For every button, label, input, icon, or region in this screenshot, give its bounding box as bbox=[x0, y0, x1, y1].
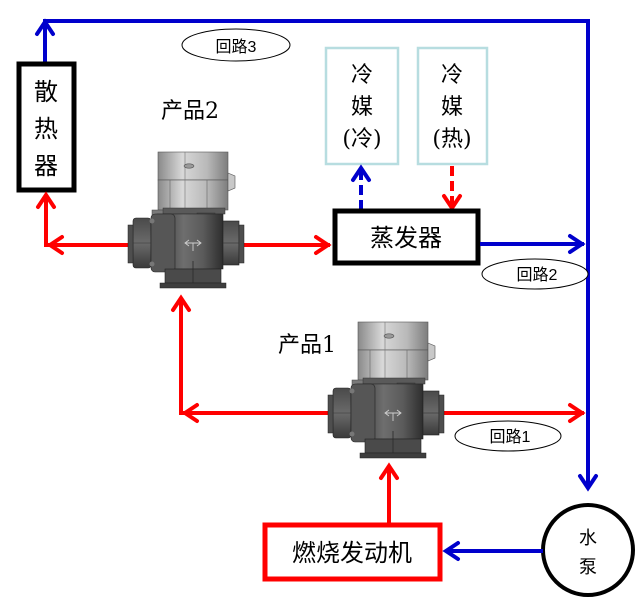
pump-to-engine-pipe bbox=[442, 541, 543, 561]
hot-loop-pipes bbox=[36, 191, 586, 524]
refrigerant-cold-box: 冷 媒 (冷) bbox=[324, 46, 400, 166]
loop2-pipe bbox=[480, 234, 586, 254]
product2-label: 产品2 bbox=[161, 99, 219, 124]
arrow-right-icon bbox=[314, 235, 332, 255]
radiator-box: 散 热 器 bbox=[16, 61, 77, 193]
radiator-label-char: 热 bbox=[34, 115, 58, 143]
arrow-left-icon bbox=[46, 235, 64, 255]
evaporator-label: 蒸发器 bbox=[370, 224, 442, 252]
engine-label: 燃烧发动机 bbox=[292, 539, 412, 567]
engine-box: 燃烧发动机 bbox=[262, 522, 443, 582]
pump-label-char: 水 bbox=[579, 528, 597, 548]
refrigerant-cold-line: 媒 bbox=[351, 95, 373, 120]
loop1-label: 回路1 bbox=[454, 420, 562, 452]
product2-valve: 产品2 bbox=[127, 99, 245, 289]
arrow-down-icon bbox=[442, 194, 462, 212]
arrow-right-icon bbox=[568, 403, 586, 423]
radiator-label-char: 散 bbox=[34, 78, 58, 106]
refrigerant-hot-line: 媒 bbox=[441, 95, 463, 120]
arrow-up-icon bbox=[351, 164, 371, 182]
arrow-up-icon bbox=[35, 18, 55, 36]
loop3-label-text: 回路3 bbox=[216, 38, 257, 56]
refrigerant-hot-box: 冷 媒 (热) bbox=[416, 46, 489, 166]
product1-label: 产品1 bbox=[278, 333, 336, 358]
loop1-label-text: 回路1 bbox=[490, 428, 531, 446]
loop3-label: 回路3 bbox=[181, 28, 291, 62]
loop3-pipe bbox=[35, 18, 590, 488]
loop2-label-text: 回路2 bbox=[517, 266, 558, 284]
product1-valve: 产品1 bbox=[278, 321, 445, 459]
arrow-left-icon bbox=[442, 541, 460, 561]
arrow-up-icon bbox=[171, 294, 191, 312]
radiator-label-char: 器 bbox=[34, 152, 58, 180]
loop2-label: 回路2 bbox=[481, 258, 589, 290]
arrow-up-icon bbox=[36, 191, 56, 209]
refrigerant-hot-line: 冷 bbox=[441, 63, 463, 88]
refrigerant-flows bbox=[351, 164, 462, 212]
pump-label-char: 泵 bbox=[579, 557, 597, 577]
refrigerant-cold-line: (冷) bbox=[342, 127, 381, 152]
evaporator-box: 蒸发器 bbox=[332, 208, 481, 266]
arrow-down-icon bbox=[578, 474, 598, 492]
arrow-right-icon bbox=[568, 234, 586, 254]
refrigerant-hot-line: (热) bbox=[432, 127, 471, 152]
arrow-left-icon bbox=[181, 403, 199, 423]
refrigerant-cold-line: 冷 bbox=[351, 63, 373, 88]
arrow-up-icon bbox=[379, 462, 399, 480]
water-pump: 水 泵 bbox=[541, 503, 635, 597]
